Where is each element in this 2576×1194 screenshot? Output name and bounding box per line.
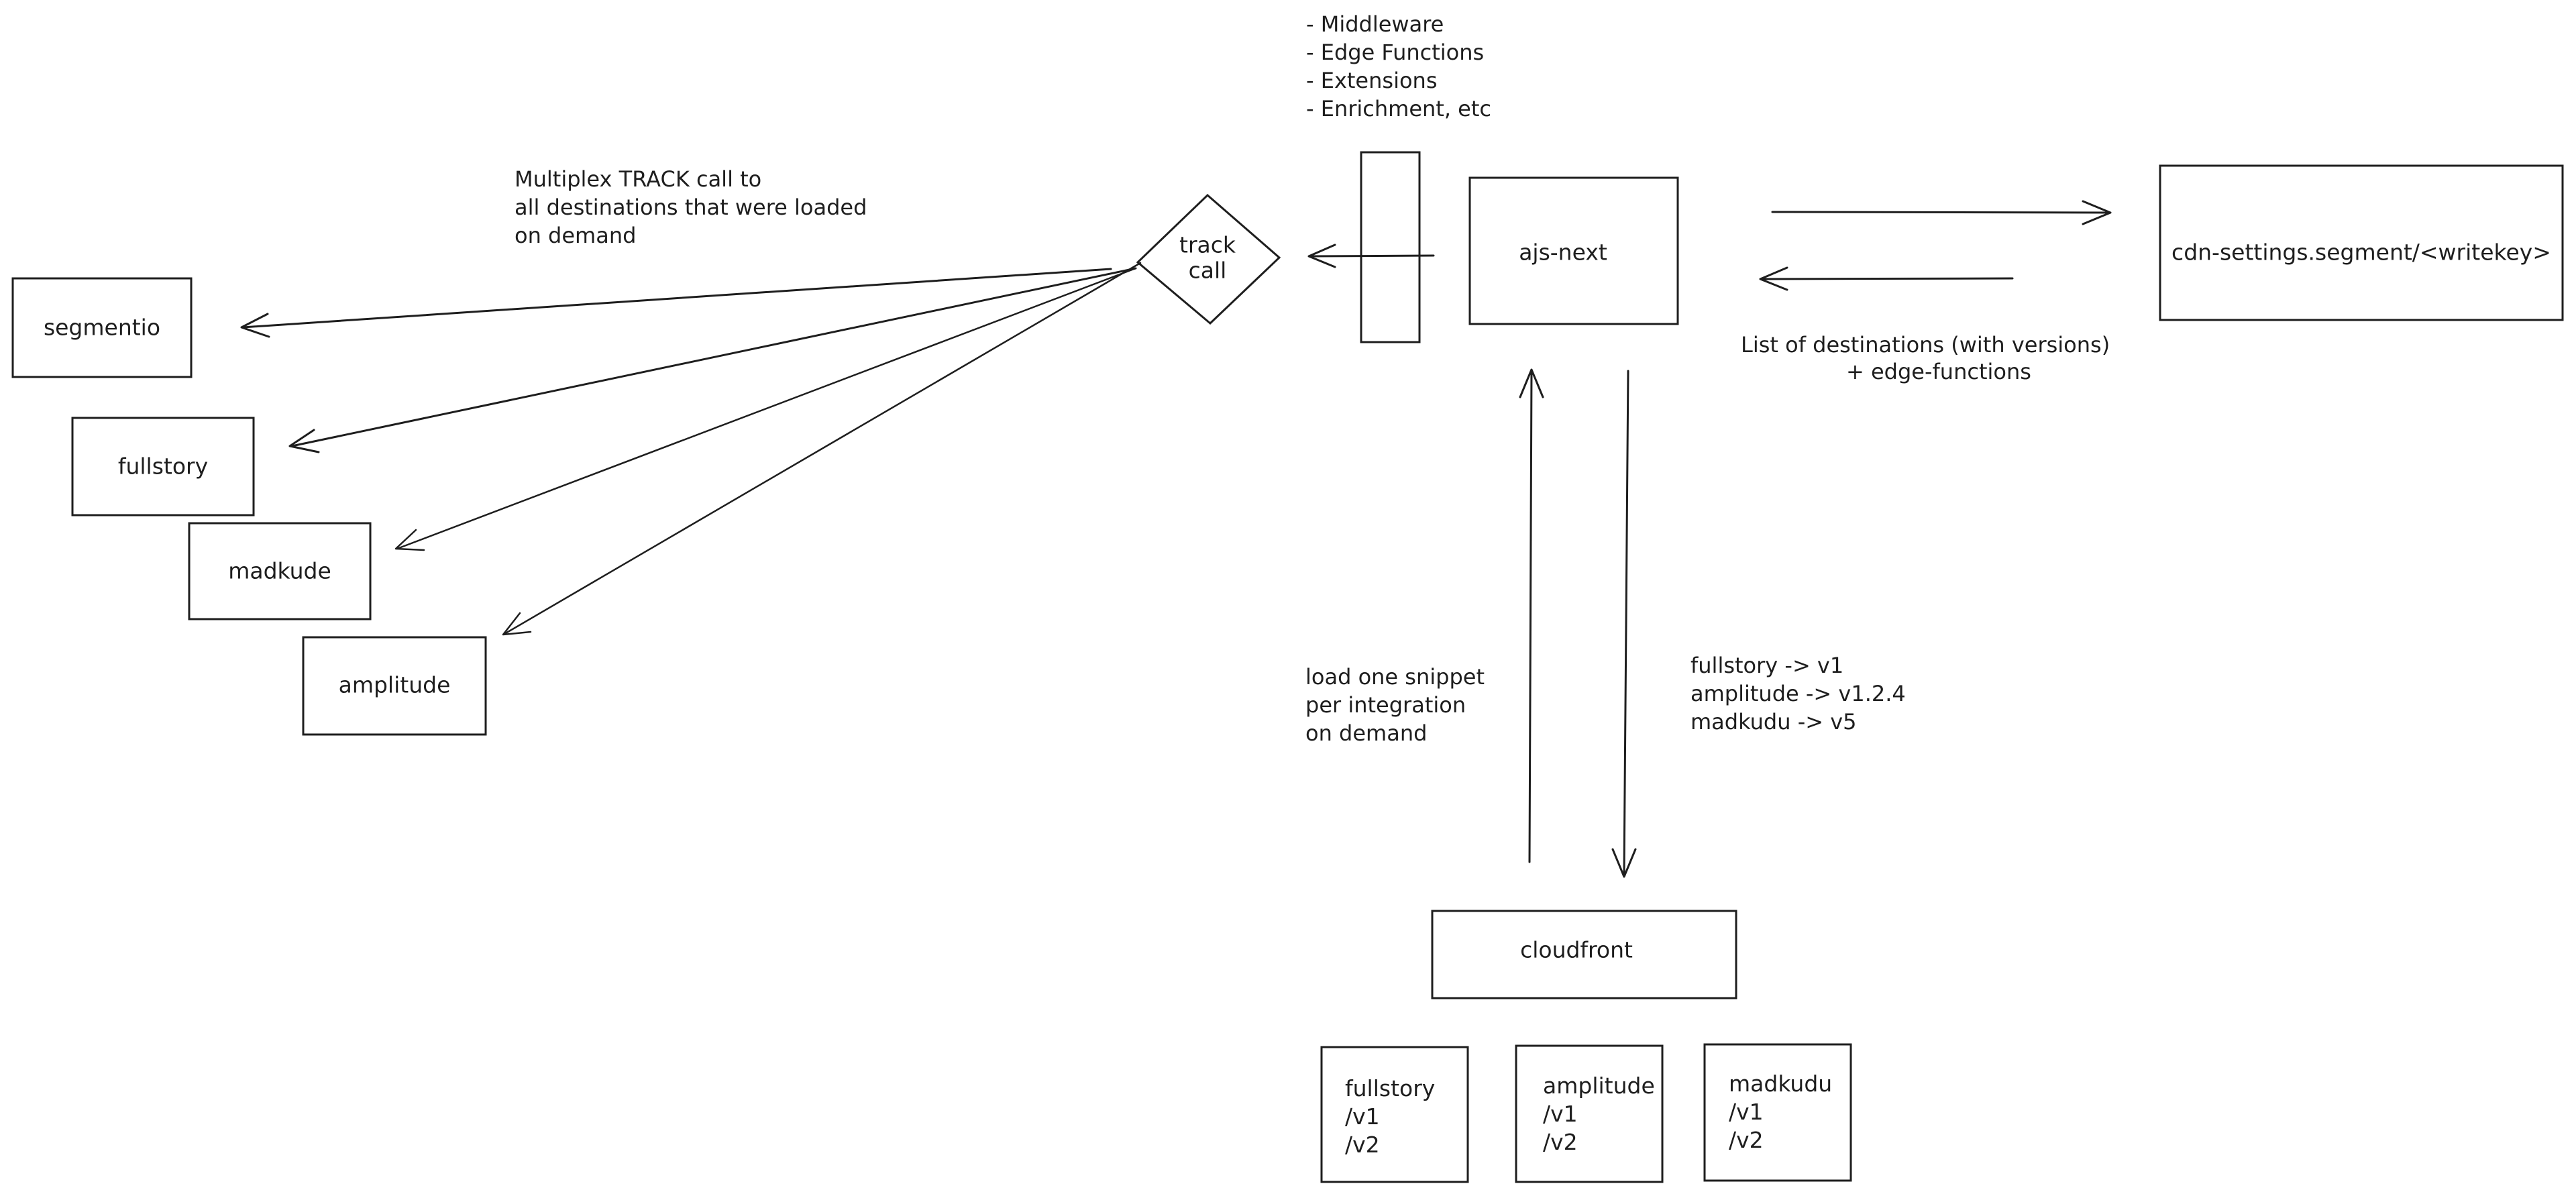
cdn-folder-amplitude-name: amplitude [1543,1073,1655,1099]
note-enrichment: - Enrichment, etc [1306,96,1491,121]
arrow-track-to-amplitude [502,262,1142,636]
madkude-box [188,522,372,620]
arrow-ajs-to-cdn-settings [1771,200,2112,225]
multiplex-note: Multiplex TRACK call to all destinations… [515,166,867,248]
note-extensions: - Extensions [1306,68,1437,93]
arrow-track-to-fullstory [288,267,1137,453]
segmentio-label: segmentio [44,315,160,341]
cdn-folder-madkudu-v2: /v2 [1729,1127,1764,1153]
arrow-cloudfront-to-ajs [1519,368,1544,863]
amplitude-label: amplitude [339,672,451,698]
multiplex-line-2: all destinations that were loaded [515,195,867,220]
cdn-folder-madkudu: madkudu /v1 /v2 [1703,1043,1852,1182]
cdn-folder-madkudu-v1: /v1 [1729,1099,1764,1125]
cdn-folder-amplitude-v1: /v1 [1543,1101,1578,1127]
track-call-label-2: call [1189,258,1227,284]
track-call-node: track call [1136,193,1281,325]
cdn-settings-label: cdn-settings.segment/<writekey> [2171,239,2551,266]
ajs-next-label: ajs-next [1519,239,1607,266]
arrow-cdn-settings-to-ajs [1759,266,2014,291]
cdn-settings-node: cdn-settings.segment/<writekey> [2159,164,2564,321]
fullstory-box [71,417,255,517]
multiplex-line-1: Multiplex TRACK call to [515,166,761,192]
amplitude-node: amplitude [302,636,487,736]
cdn-folder-fullstory-v1: /v1 [1345,1103,1380,1130]
cdn-folder-fullstory-v2: /v2 [1345,1132,1380,1158]
multiplex-line-3: on demand [515,223,636,248]
cdn-folder-amplitude-box [1515,1044,1664,1183]
destinations-line-2: + edge-functions [1846,359,2031,384]
load-snippet-note: load one snippet per integration on dema… [1305,664,1485,746]
cdn-folder-fullstory-name: fullstory [1345,1075,1435,1101]
madkude-node: madkude [188,522,372,620]
cdn-settings-box [2159,164,2564,321]
versions-note: fullstory -> v1 amplitude -> v1.2.4 madk… [1690,653,1906,735]
arrow-track-to-madkude [394,267,1137,551]
cdn-folder-madkudu-name: madkudu [1729,1071,1832,1097]
version-amplitude: amplitude -> v1.2.4 [1690,681,1906,706]
arrow-ajs-to-track [1307,243,1435,268]
cdn-folder-amplitude: amplitude /v1 /v2 [1515,1044,1664,1183]
amplitude-box [302,636,487,736]
cdn-folder-madkudu-box [1703,1043,1852,1182]
load-snippet-line-1: load one snippet [1305,664,1485,690]
madkude-label: madkude [228,558,331,584]
cdn-folder-fullstory: fullstory /v1 /v2 [1320,1046,1469,1183]
arrow-ajs-to-cloudfront [1611,370,1637,878]
segmentio-node: segmentio [11,277,193,378]
segmentio-box [11,277,193,378]
middleware-box [1360,151,1421,343]
arrow-track-to-segmentio [240,268,1112,338]
ajs-next-box [1468,176,1679,325]
track-call-label-1: track [1179,232,1236,258]
destinations-line-1: List of destinations (with versions) [1741,332,2110,358]
middleware-notes: - Middleware - Edge Functions - Extensio… [1306,11,1491,121]
track-call-diamond [1136,193,1281,325]
cloudfront-box [1431,910,1737,999]
cdn-folder-amplitude-v2: /v2 [1543,1129,1578,1155]
load-snippet-line-2: per integration [1305,692,1466,718]
version-fullstory: fullstory -> v1 [1690,653,1843,678]
note-edge-functions: - Edge Functions [1306,40,1484,65]
destinations-note: List of destinations (with versions) + e… [1741,332,2110,384]
cloudfront-label: cloudfront [1520,937,1633,963]
cloudfront-node: cloudfront [1431,910,1737,999]
fullstory-node: fullstory [71,417,255,517]
load-snippet-line-3: on demand [1305,720,1427,746]
version-madkudu: madkudu -> v5 [1690,709,1857,735]
note-middleware: - Middleware [1306,11,1444,37]
ajs-next-node: ajs-next [1468,176,1679,325]
cdn-folder-fullstory-box [1320,1046,1469,1183]
fullstory-label: fullstory [118,453,208,480]
